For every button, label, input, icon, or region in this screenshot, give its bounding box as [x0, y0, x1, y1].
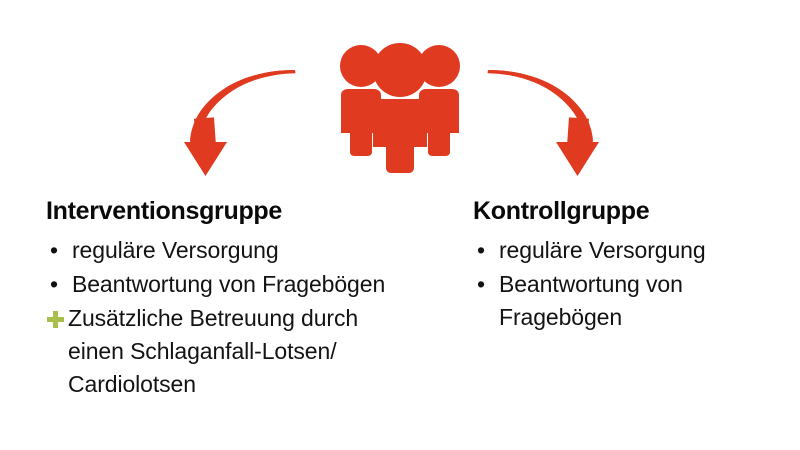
list-item-label: Beantwortung von Fragebögen: [72, 271, 386, 297]
bullet-list-control: • reguläre Versorgung • Beantwortung von…: [473, 234, 783, 334]
group-column-control: Kontrollgruppe • reguläre Versorgung • B…: [473, 196, 783, 335]
person-left-head: [340, 45, 382, 87]
list-item-label-group: Zusätzliche Betreuung durch einen Schlag…: [68, 302, 358, 401]
list-item-label: reguläre Versorgung: [72, 237, 279, 263]
bullet-dot-icon: •: [50, 237, 59, 263]
list-item-label-line2: Fragebögen: [499, 304, 623, 330]
people-group-icon: [340, 43, 460, 173]
curved-arrow-left-icon: [184, 70, 296, 176]
list-item-label: Zusätzliche Betreuung durch: [68, 305, 359, 331]
list-item-label: Beantwortung von: [499, 271, 683, 297]
list-item: • Beantwortung von Fragebögen: [473, 268, 783, 334]
bullet-dot-icon: •: [477, 237, 486, 263]
graphic-svg: [184, 43, 599, 176]
group-column-intervention: Interventionsgruppe • reguläre Versorgun…: [46, 196, 456, 402]
bullet-dot-icon: •: [477, 271, 486, 297]
bullet-dot-icon: •: [50, 271, 59, 297]
group-title-intervention: Interventionsgruppe: [46, 197, 282, 225]
group-title-control: Kontrollgruppe: [473, 197, 650, 225]
list-item-label-group: Beantwortung von Fragebögen: [499, 268, 683, 334]
person-left-body: [341, 89, 381, 156]
list-item: • Beantwortung von Fragebögen: [46, 268, 456, 301]
list-item-label-line2: einen Schlaganfall-Lotsen/: [68, 338, 337, 364]
list-item: • reguläre Versorgung: [473, 234, 783, 267]
list-item: Zusätzliche Betreuung durch einen Schlag…: [46, 302, 456, 401]
list-item-label-line3: Cardiolotsen: [68, 371, 196, 397]
person-right-head: [418, 45, 460, 87]
graphic-area: [0, 0, 800, 195]
plus-glyph-shape: [47, 311, 64, 328]
list-item: • reguläre Versorgung: [46, 234, 456, 267]
curved-arrow-right-icon: [487, 70, 599, 176]
person-center-head: [373, 43, 427, 97]
groups-container: Interventionsgruppe • reguläre Versorgun…: [0, 196, 800, 450]
person-right-body: [419, 89, 459, 156]
bullet-list-intervention: • reguläre Versorgung • Beantwortung von…: [46, 234, 456, 401]
list-item-label: reguläre Versorgung: [499, 237, 706, 263]
person-center-body: [373, 99, 427, 173]
